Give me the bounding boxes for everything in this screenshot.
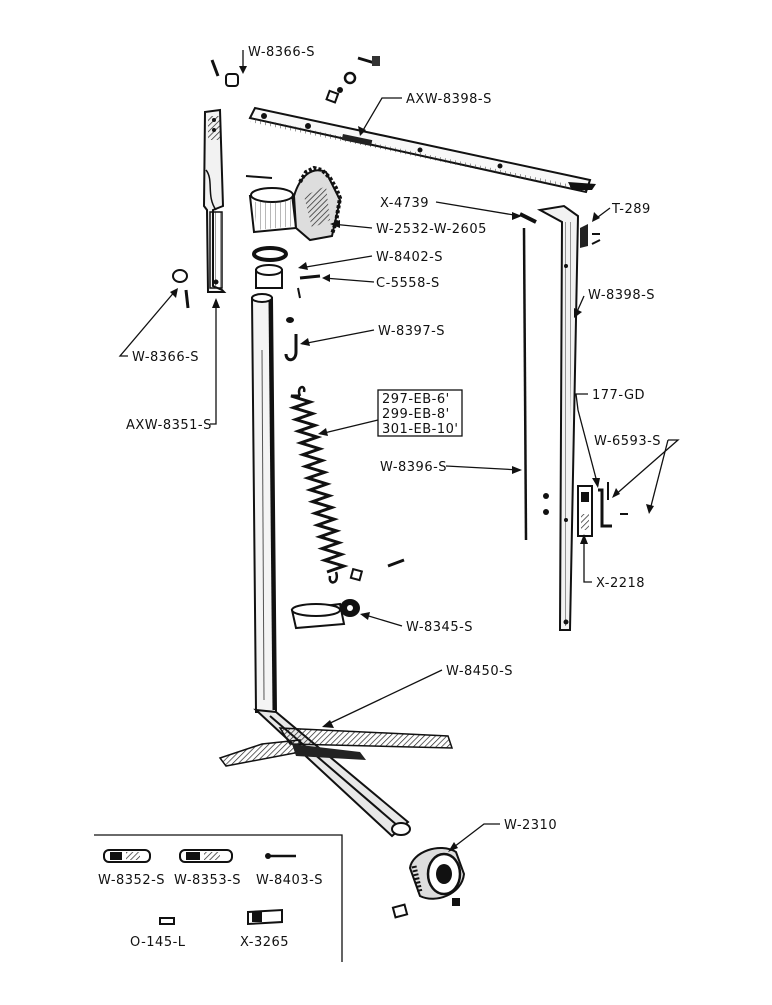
label-w8345: W-8345-S	[406, 620, 473, 635]
right-bar	[536, 204, 580, 631]
label-w8366-left: W-8366-S	[132, 350, 199, 365]
inset-parts: W-8352-S W-8353-S W-8403-S O-145-L X-326…	[98, 849, 323, 950]
label-w8397: W-8397-S	[378, 324, 445, 339]
label-w8366-top: W-8366-S	[248, 45, 315, 60]
spring	[288, 385, 349, 584]
label-spring-1: 297-EB-6'	[382, 392, 450, 407]
clamp	[290, 599, 360, 630]
spring-label-box	[377, 389, 463, 437]
spring-coil	[288, 394, 349, 574]
label-x2218: X-2218	[596, 576, 645, 591]
label-c5558: C-5558-S	[376, 276, 440, 291]
label-w6593: W-6593-S	[594, 434, 661, 449]
inset-label-x3265: X-3265	[240, 935, 289, 950]
washer-collar	[252, 246, 321, 299]
left-bar-assembly	[172, 59, 239, 309]
base-legs	[218, 708, 454, 838]
label-w2532: W-2532-W-2605	[376, 222, 487, 237]
label-t289: T-289	[611, 202, 651, 217]
spring-hook-bottom	[328, 571, 339, 584]
upright-post	[250, 293, 278, 713]
label-177gd: 177-GD	[592, 388, 645, 403]
label-w8398: W-8398-S	[588, 288, 655, 303]
latch	[577, 482, 628, 537]
inset-part-w8403	[265, 853, 296, 859]
arrow-heads	[170, 66, 654, 852]
inset-label-w8403: W-8403-S	[256, 873, 323, 888]
inset-part-x3265	[247, 908, 283, 926]
rod	[519, 212, 549, 541]
label-spring-3: 301-EB-10'	[382, 422, 458, 437]
label-w8402: W-8402-S	[376, 250, 443, 265]
label-w8450: W-8450-S	[446, 664, 513, 679]
inset-label-w8353: W-8353-S	[174, 873, 241, 888]
label-x4739: X-4739	[380, 196, 429, 211]
spring-hook-top	[297, 385, 306, 397]
knob	[391, 847, 466, 919]
inset-label-o145: O-145-L	[130, 935, 186, 950]
label-spring-2: 299-EB-8'	[382, 407, 450, 422]
inset-label-w8352: W-8352-S	[98, 873, 165, 888]
spring-bolt	[349, 558, 405, 582]
label-axw8398: AXW-8398-S	[406, 92, 492, 107]
t289-parts	[580, 224, 601, 248]
gear-hub	[245, 165, 343, 242]
inset-part-o145	[159, 917, 175, 925]
label-w8396: W-8396-S	[380, 460, 447, 475]
inset-part-w8353	[179, 849, 233, 863]
callout-labels: W-8366-S AXW-8398-S X-4739 T-289 W-2532-…	[126, 45, 661, 833]
top-bar-assembly	[248, 56, 596, 194]
hook	[284, 317, 298, 362]
label-w2310: W-2310	[504, 818, 557, 833]
label-axw8351: AXW-8351-S	[126, 418, 212, 433]
inset-part-w8352	[103, 849, 151, 863]
